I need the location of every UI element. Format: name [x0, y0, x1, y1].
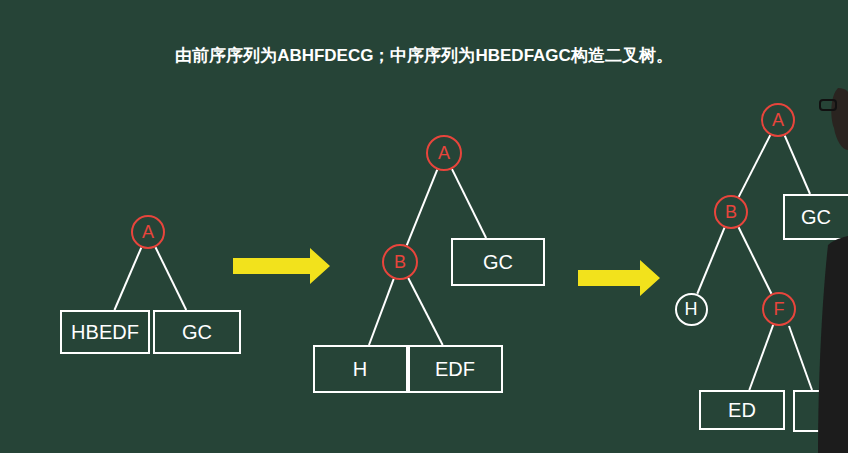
presenter-head: [831, 88, 848, 150]
node-letter: A: [438, 143, 450, 164]
tree-node-circle: H: [675, 293, 708, 326]
node-letter: A: [772, 110, 784, 131]
tree-branch: [739, 227, 772, 294]
node-letter: F: [774, 299, 785, 320]
sequence-text: ED: [728, 399, 756, 422]
branch-line: [408, 278, 442, 345]
branch-line: [155, 247, 186, 310]
tree-node-circle: B: [714, 195, 748, 229]
subtree-box: H: [313, 345, 408, 393]
node-letter: A: [142, 222, 154, 243]
tree-branch: [155, 247, 186, 310]
tree-branch: [114, 248, 141, 310]
subtree-box: GC: [783, 194, 848, 240]
partial-box: [794, 391, 838, 431]
node-letter: B: [394, 252, 406, 273]
subtree-box: EDF: [408, 345, 503, 393]
sequence-text: GC: [182, 321, 212, 344]
tree-node-circle: A: [761, 103, 795, 137]
tree-branch: [785, 136, 810, 194]
subtree-box: GC: [451, 238, 545, 286]
branch-line: [785, 136, 810, 194]
branch-line: [739, 227, 772, 294]
tree-branch: [697, 228, 724, 294]
tree-node-circle: F: [762, 292, 796, 326]
tree-branch: [407, 170, 438, 246]
node-letter: B: [725, 202, 737, 223]
tree-node-circle: B: [382, 244, 418, 280]
diagram-title: 由前序序列为ABHFDECG；中序序列为HBEDFAGC构造二叉树。: [0, 44, 848, 67]
tree-branch: [739, 135, 771, 197]
presenter-glasses: [820, 100, 836, 110]
subtree-box: ED: [699, 390, 785, 430]
tree-branch: [789, 326, 812, 390]
subtree-box: HBEDF: [60, 310, 150, 354]
sequence-text: GC: [483, 251, 513, 274]
branch-line: [749, 325, 773, 390]
sequence-text: HBEDF: [71, 321, 139, 344]
tree-node-circle: A: [131, 215, 165, 249]
yellow-arrow: [233, 248, 330, 284]
branch-line: [407, 170, 438, 246]
subtree-box: GC: [153, 310, 241, 354]
tree-branch: [452, 169, 486, 238]
branch-line: [697, 228, 724, 294]
tree-branch: [749, 325, 773, 390]
sequence-text: EDF: [435, 358, 475, 381]
tree-branch: [369, 279, 394, 345]
tree-branch: [408, 278, 442, 345]
node-letter: H: [685, 299, 698, 320]
sequence-text: GC: [801, 206, 831, 229]
branch-line: [114, 248, 141, 310]
yellow-arrow: [578, 260, 660, 296]
sequence-text: H: [353, 358, 367, 381]
branch-line: [452, 169, 486, 238]
tree-node-circle: A: [426, 135, 462, 171]
branch-line: [739, 135, 771, 197]
branch-line: [369, 279, 394, 345]
presenter-body: [818, 236, 848, 453]
